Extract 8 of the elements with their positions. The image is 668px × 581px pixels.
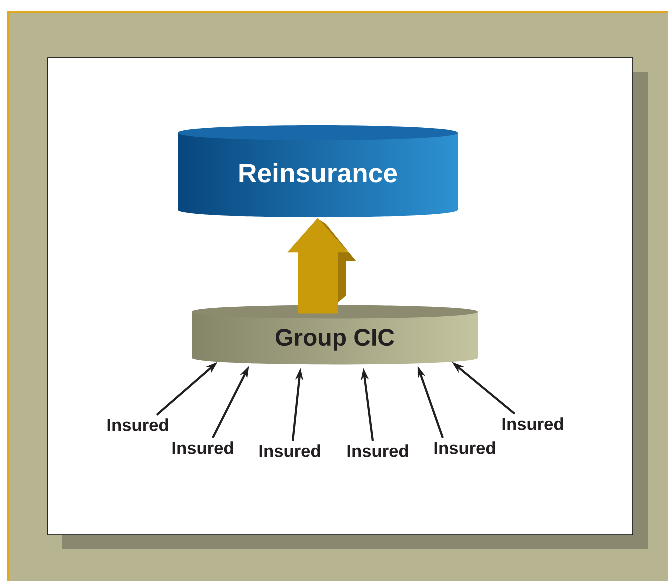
node-label: Insured xyxy=(502,418,564,430)
node-label: Insured xyxy=(348,444,408,458)
cylinder-label: Group CIC xyxy=(276,329,394,351)
node-label: Insured xyxy=(172,442,234,454)
cylinder-label: Reinsurance xyxy=(240,163,398,183)
node-label: Insured xyxy=(108,418,168,432)
node-label: Insured xyxy=(260,444,320,458)
node-label: Insured xyxy=(434,442,496,454)
